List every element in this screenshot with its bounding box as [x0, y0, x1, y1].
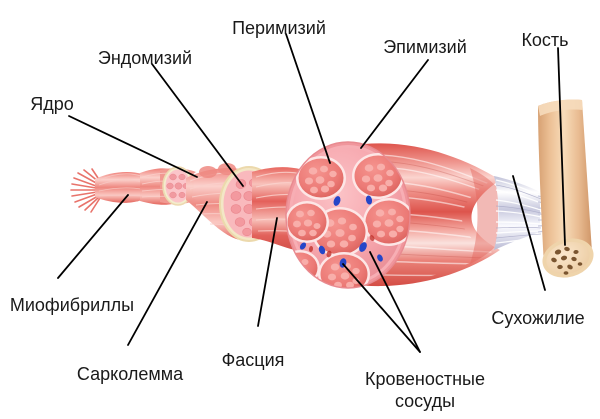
leader-vessel-b	[369, 251, 421, 353]
label-epimysium: Эпимизий	[383, 37, 467, 57]
label-vessels_l1: Кровеностные	[365, 369, 485, 389]
myofibril-shaft	[95, 171, 142, 203]
leader-fascia	[257, 217, 278, 327]
label-tendon: Сухожилие	[491, 308, 585, 328]
label-myofibrils: Миофибриллы	[9, 295, 135, 315]
label-perimysium: Перимизий	[232, 18, 326, 38]
bone	[538, 99, 594, 278]
label-endomysium: Эндомизий	[97, 48, 193, 68]
epimysium-ring	[285, 141, 411, 289]
bone-marrow-cross-section	[542, 238, 594, 278]
label-vessels_l2: сосуды	[394, 391, 456, 411]
leader-sarcolemma	[127, 201, 208, 346]
leader-nucleus	[68, 115, 198, 178]
leader-vessel-a	[342, 263, 421, 353]
leader-lines	[57, 33, 566, 353]
myofibril-bundle	[70, 168, 142, 213]
leader-endomysium	[151, 63, 244, 187]
label-nucleus: Ядро	[30, 94, 74, 114]
leader-bone	[557, 47, 566, 246]
leader-myofibrils	[57, 194, 129, 279]
leader-perimysium	[285, 33, 331, 164]
label-bone: Кость	[521, 30, 569, 50]
muscle-bundle-cross-section	[285, 141, 411, 289]
leader-tendon	[512, 175, 546, 291]
label-fascia: Фасция	[221, 350, 285, 370]
blood-vessels-red	[308, 235, 375, 258]
leader-epimysium	[360, 59, 429, 149]
fascicle-group	[286, 153, 410, 288]
label-sarcolemma: Сарколемма	[76, 364, 184, 384]
